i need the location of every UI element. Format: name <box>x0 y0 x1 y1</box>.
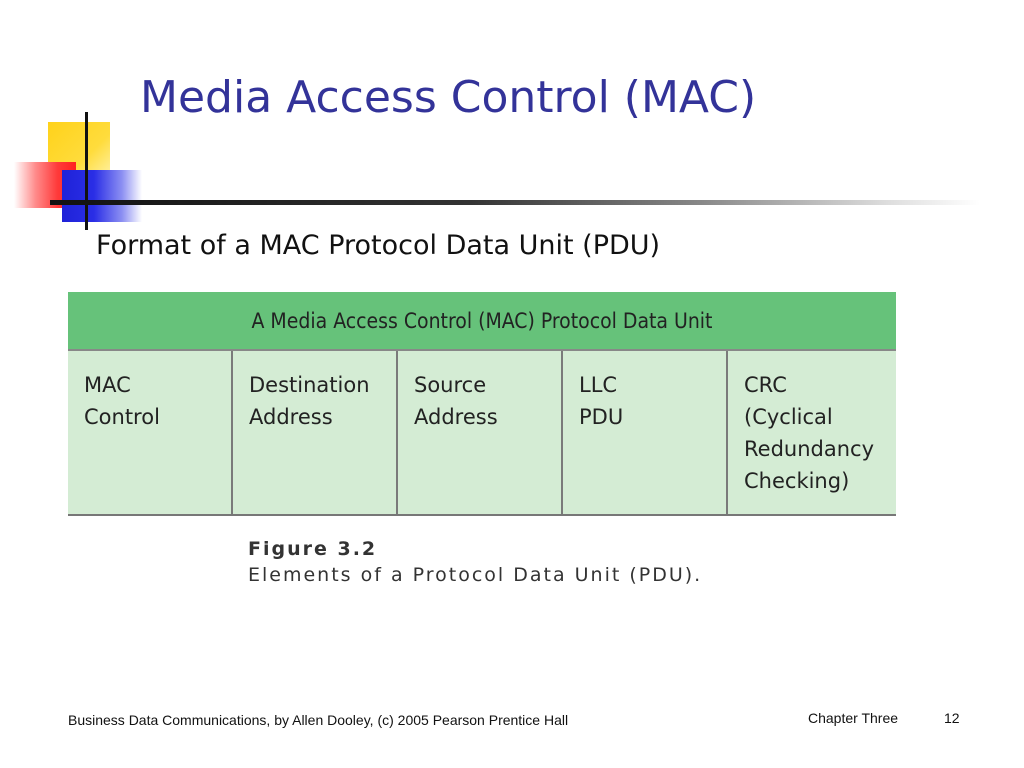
footer-page-number: 12 <box>944 710 960 726</box>
pdu-field-llc-pdu: LLC PDU <box>563 351 728 514</box>
title-underline <box>50 200 980 205</box>
figure-caption: Figure 3.2 Elements of a Protocol Data U… <box>248 536 702 588</box>
pdu-field-crc: CRC (Cyclical Redundancy Checking) <box>744 373 874 493</box>
footer-source: Business Data Communications, by Allen D… <box>68 712 569 728</box>
footer-chapter: Chapter Three <box>808 710 899 726</box>
logo-vertical-line <box>85 112 88 230</box>
pdu-field-destination-address: Destination Address <box>233 351 398 514</box>
pdu-fields-row: MAC Control Destination Address Source A… <box>68 351 896 516</box>
pdu-figure-header: A Media Access Control (MAC) Protocol Da… <box>68 292 896 351</box>
logo-blue-square <box>62 170 142 222</box>
slide-subtitle: Format of a MAC Protocol Data Unit (PDU) <box>96 230 661 261</box>
figure-caption-text: Elements of a Protocol Data Unit (PDU). <box>248 564 703 586</box>
figure-caption-number: Figure 3.2 <box>248 538 378 560</box>
pdu-field-source-address: Source Address <box>398 351 563 514</box>
pdu-figure: A Media Access Control (MAC) Protocol Da… <box>68 292 896 516</box>
slide-title: Media Access Control (MAC) <box>140 72 757 123</box>
pdu-field-mac-control: MAC Control <box>68 351 233 514</box>
